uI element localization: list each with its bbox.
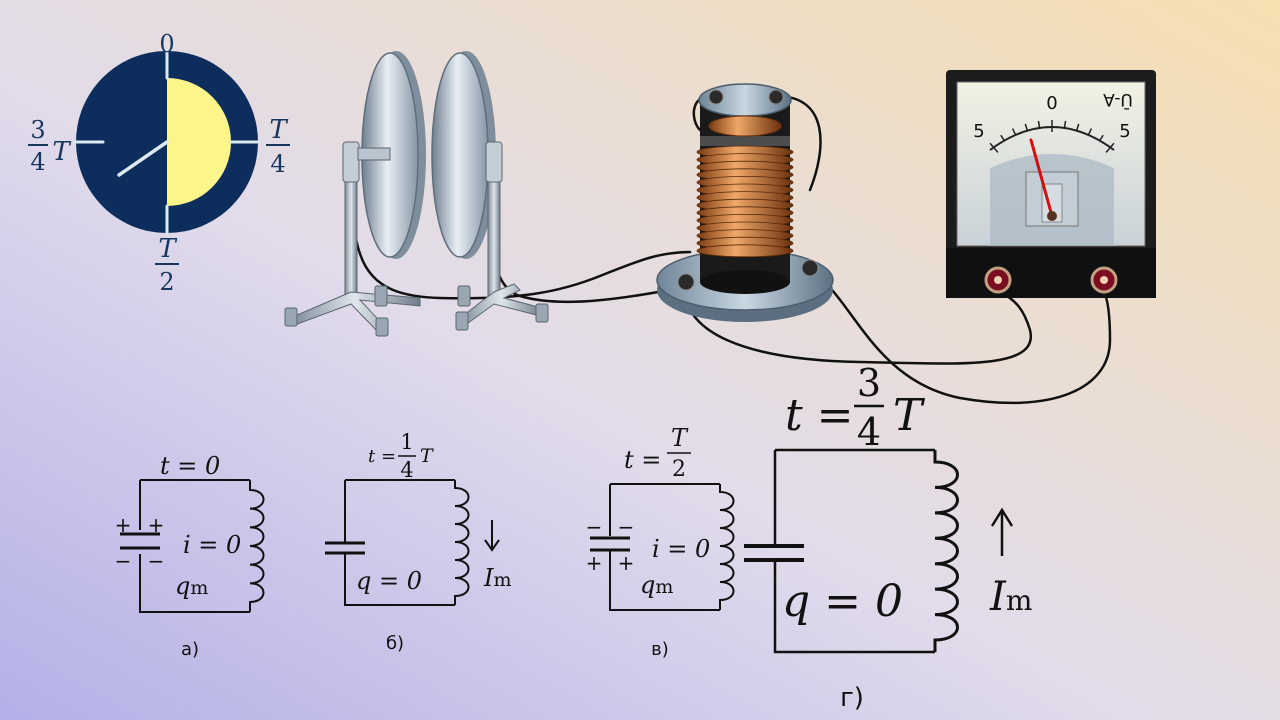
circuit-b-current-arrow: [484, 520, 500, 552]
circuit-b-current: Im: [483, 564, 512, 592]
clock-label-zero: 0: [159, 30, 174, 58]
circuit-g-time-prefix: t =: [785, 390, 854, 441]
circuit-v-time-den: 2: [672, 457, 686, 482]
right-plate: [431, 51, 496, 259]
meter-terminals: [984, 266, 1118, 294]
svg-text:+: +: [586, 551, 603, 575]
circuit-g-caption: г): [840, 683, 864, 713]
circuit-v-current: i = 0: [652, 535, 710, 563]
meter-tick: [1098, 134, 1104, 142]
circuit-g-current-arrow: [990, 507, 1014, 556]
circuit-v-time-prefix: t =: [624, 446, 661, 474]
galvanometer: 5 0 5 Ū-A: [946, 70, 1156, 298]
circuit-a: + + − − t = 0 i = 0 qm а): [115, 452, 265, 660]
svg-text:−: −: [148, 549, 165, 573]
meter-needle: [1029, 138, 1054, 218]
circuit-g-current: Im: [989, 574, 1032, 620]
right-plate-stand: [455, 141, 549, 331]
meter-tick: [1105, 142, 1115, 153]
clock-half-num: T: [158, 234, 177, 264]
circuit-g-time-var: T: [893, 390, 926, 441]
circuit-v-charge: qm: [640, 571, 673, 599]
clock-hand: [117, 140, 169, 177]
circuit-b-time-var: T: [420, 445, 434, 467]
svg-text:+: +: [618, 551, 635, 575]
circuit-a-caption: а): [181, 639, 199, 660]
coil-terminals: [677, 89, 819, 291]
clock-quarter-num: T: [269, 115, 288, 145]
circuit-a-time: t = 0: [160, 452, 220, 480]
clock-ticks: [73, 48, 261, 236]
circuit-g: t = 3 4 T q = 0 Im г): [744, 361, 1032, 713]
clock-3q-den: 4: [30, 148, 45, 176]
capacitor-v: − − + +: [586, 515, 635, 575]
clock-3q-var: T: [52, 137, 71, 167]
circuit-v-caption: в): [651, 639, 669, 660]
svg-text:+: +: [148, 513, 165, 537]
capacitor-plates: [284, 51, 549, 337]
meter-tick: [1000, 134, 1006, 142]
clock-quarter-den: 4: [270, 150, 285, 178]
meter-scale-mid: 0: [1046, 93, 1057, 114]
meter-unit-label: Ū-A: [1103, 89, 1133, 111]
svg-text:+: +: [115, 513, 132, 537]
circuit-v: − − + + t = T 2 i = 0 qm в): [586, 424, 735, 660]
coil-winding: [696, 244, 794, 258]
coil-windings: [696, 145, 794, 258]
left-plate-stand: [284, 141, 421, 337]
circuit-g-time-den: 4: [857, 410, 881, 454]
left-plate: [357, 51, 426, 259]
clock-phase-fill: [167, 78, 231, 206]
circuit-b: t = 1 4 T q = 0 Im б): [325, 430, 512, 654]
meter-tick: [989, 142, 999, 153]
clock-label-three-quarter: 3 4 T: [28, 116, 71, 176]
capacitor-a: + + − −: [115, 513, 165, 573]
inductor-coil: [656, 83, 834, 322]
meter-scale-ticks: [989, 120, 1115, 153]
circuit-a-charge: qm: [175, 572, 208, 600]
meter-scale-right: 5: [1119, 121, 1130, 142]
phase-clock: 0 T 4 T 2 3 4 T: [28, 30, 290, 296]
clock-3q-num: 3: [30, 116, 45, 144]
circuit-b-time-den: 4: [400, 458, 413, 482]
clock-label-half: T 2: [155, 234, 179, 296]
capacitor-g: [744, 544, 804, 562]
meter-tick: [1037, 120, 1041, 129]
meter-tick: [1063, 120, 1067, 129]
clock-label-quarter: T 4: [266, 115, 290, 178]
meter-scale-left: 5: [973, 121, 984, 142]
svg-text:−: −: [115, 549, 132, 573]
circuit-b-charge: q = 0: [356, 567, 422, 595]
circuit-a-current: i = 0: [183, 531, 241, 559]
clock-half-den: 2: [159, 268, 174, 296]
meter-tick: [1087, 128, 1093, 136]
circuit-g-charge: q = 0: [782, 576, 903, 627]
circuit-v-time-num: T: [671, 424, 689, 452]
svg-text:−: −: [586, 515, 603, 539]
capacitor-b: [325, 541, 365, 555]
meter-tick: [1024, 123, 1029, 131]
meter-tick: [1011, 128, 1017, 136]
circuit-b-caption: б): [386, 633, 404, 654]
meter-tick: [1075, 123, 1080, 131]
circuit-b-time-prefix: t =: [368, 446, 396, 467]
svg-text:−: −: [618, 515, 635, 539]
circuit-g-time-num: 3: [857, 361, 881, 405]
circuit-b-time-num: 1: [400, 430, 413, 454]
